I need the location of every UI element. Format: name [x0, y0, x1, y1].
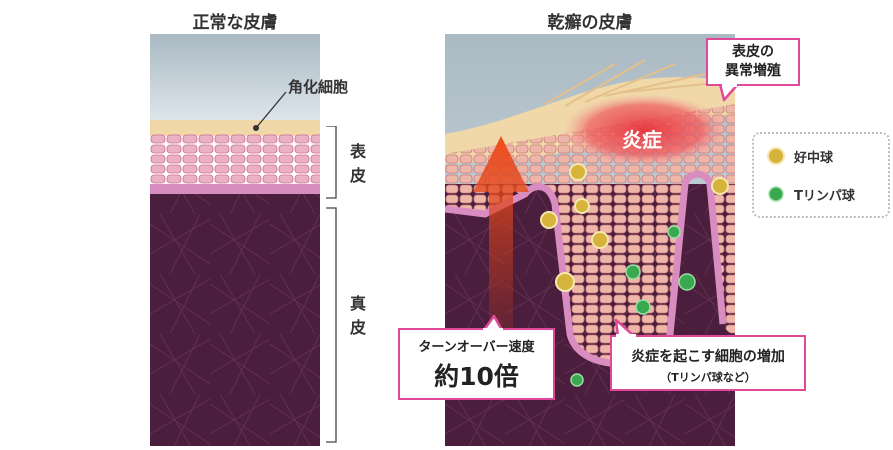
turnover-label: ターンオーバー速度 — [418, 340, 535, 355]
normal-skin-panel — [150, 34, 320, 446]
hyperplasia-callout: 表皮の 異常増殖 — [706, 38, 800, 86]
legend-item-neutrophil: 好中球 — [766, 146, 833, 166]
hyperplasia-callout-pointer — [718, 84, 740, 102]
turnover-arrow-icon — [473, 136, 529, 331]
inflammatory-cells-callout: 炎症を起こす細胞の増加 （Tリンパ球など） — [610, 335, 806, 391]
turnover-callout-pointer — [482, 314, 504, 332]
legend: 好中球 Tリンパ球 — [752, 132, 890, 218]
immune-cells — [540, 163, 729, 387]
epidermis-label: 表 皮 — [350, 142, 367, 185]
psoriasis-skin-title: 乾癬の皮膚 — [547, 13, 633, 33]
inflammatory-cells-sublabel: （Tリンパ球など） — [660, 371, 756, 384]
inflammatory-cells-callout-pointer — [614, 318, 636, 338]
inflammation-label: 炎症 — [622, 128, 662, 152]
keratin-label: 角化細胞 — [288, 78, 349, 96]
dermis-label: 真 皮 — [350, 294, 367, 337]
brackets — [326, 126, 337, 443]
neutrophil-icon — [767, 147, 785, 165]
legend-label-neutrophil: 好中球 — [794, 150, 834, 166]
inflammatory-cells-label: 炎症を起こす細胞の増加 — [631, 349, 785, 365]
legend-item-t-lymphocyte: Tリンパ球 — [766, 184, 855, 204]
t-lymphocyte-icon — [768, 186, 784, 202]
turnover-value: 約10倍 — [434, 362, 519, 391]
t-lymphocyte-cell — [570, 225, 696, 387]
turnover-callout: ターンオーバー速度 約10倍 — [398, 328, 555, 400]
normal-skin-title: 正常な皮膚 — [192, 13, 278, 33]
neutrophil-cell — [540, 163, 729, 292]
legend-label-t-lymphocyte: Tリンパ球 — [794, 188, 855, 204]
normal-skin-illustration — [150, 34, 320, 446]
